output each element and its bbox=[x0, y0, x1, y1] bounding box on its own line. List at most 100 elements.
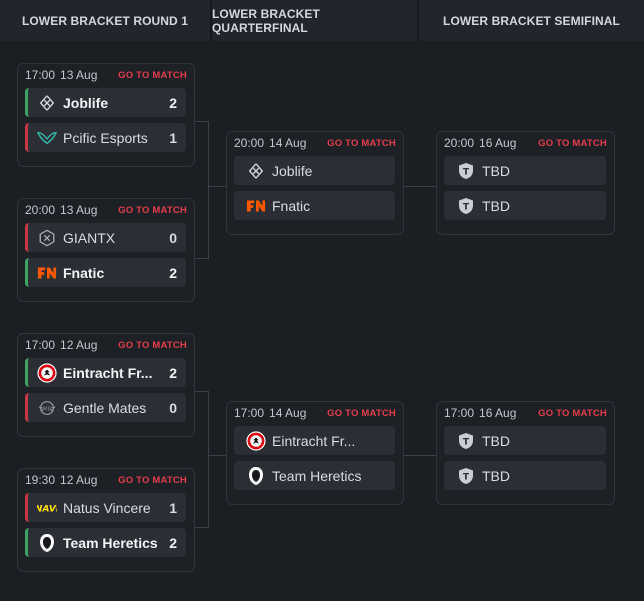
pacific-esports-icon bbox=[37, 128, 57, 148]
bracket-connector bbox=[208, 186, 226, 187]
svg-text:T: T bbox=[463, 472, 470, 482]
bracket-connector bbox=[404, 455, 436, 456]
team-row[interactable]: Eintracht Fr... bbox=[234, 426, 395, 455]
svg-text:T: T bbox=[463, 167, 470, 177]
team-row[interactable]: T TBD bbox=[444, 426, 606, 455]
team-score: 0 bbox=[169, 399, 177, 416]
giantx-icon bbox=[37, 228, 57, 248]
bracket-connector bbox=[194, 121, 209, 259]
svg-text:T: T bbox=[463, 202, 470, 212]
team-name: Eintracht Fr... bbox=[272, 432, 356, 449]
team-name: Team Heretics bbox=[272, 467, 362, 484]
team-score: 1 bbox=[169, 499, 177, 516]
team-score: 2 bbox=[169, 364, 177, 381]
match-time: 17:00 bbox=[25, 68, 56, 82]
team-row[interactable]: T TBD bbox=[444, 191, 606, 220]
team-row[interactable]: GIANTX 0 bbox=[25, 223, 186, 252]
match-header: 17:00 16 Aug GO TO MATCH bbox=[444, 406, 607, 420]
match-time: 17:00 bbox=[444, 406, 475, 420]
tbd-shield-icon: T bbox=[456, 466, 476, 486]
match-date: 16 Aug bbox=[479, 406, 517, 420]
column-header-label: LOWER BRACKET ROUND 1 bbox=[21, 13, 189, 28]
match-date: 16 Aug bbox=[479, 136, 517, 150]
team-score: 2 bbox=[169, 264, 177, 281]
bracket-connector bbox=[404, 186, 436, 187]
tbd-shield-icon: T bbox=[456, 196, 476, 216]
joblife-icon bbox=[246, 161, 266, 181]
go-to-match-link[interactable]: GO TO MATCH bbox=[327, 137, 396, 149]
match-header: 17:00 14 Aug GO TO MATCH bbox=[234, 406, 396, 420]
team-name: Joblife bbox=[63, 94, 109, 111]
team-name: Joblife bbox=[272, 162, 313, 179]
match-date: 14 Aug bbox=[269, 406, 307, 420]
go-to-match-link[interactable]: GO TO MATCH bbox=[538, 407, 607, 419]
team-score: 0 bbox=[169, 229, 177, 246]
team-score: 1 bbox=[169, 129, 177, 146]
column-header-semifinal: LOWER BRACKET SEMIFINAL bbox=[419, 0, 644, 41]
match-header: 20:00 16 Aug GO TO MATCH bbox=[444, 136, 607, 150]
match-time: 19:30 bbox=[25, 473, 56, 487]
team-row[interactable]: Joblife bbox=[234, 156, 395, 185]
gentle-mates-icon: M8 bbox=[37, 398, 57, 418]
team-row[interactable]: NAVI Natus Vincere 1 bbox=[25, 493, 186, 522]
go-to-match-link[interactable]: GO TO MATCH bbox=[327, 407, 396, 419]
column-header-quarterfinal: LOWER BRACKET QUARTERFINAL bbox=[212, 0, 417, 41]
team-row[interactable]: Eintracht Fr... 2 bbox=[25, 358, 186, 387]
go-to-match-link[interactable]: GO TO MATCH bbox=[118, 339, 187, 351]
column-divider bbox=[417, 0, 419, 41]
go-to-match-link[interactable]: GO TO MATCH bbox=[118, 204, 187, 216]
go-to-match-link[interactable]: GO TO MATCH bbox=[118, 69, 187, 81]
svg-text:M8: M8 bbox=[43, 406, 52, 412]
match-date: 13 Aug bbox=[60, 68, 98, 82]
match-date: 14 Aug bbox=[269, 136, 307, 150]
team-name: Eintracht Fr... bbox=[63, 364, 153, 381]
column-header-round-1: LOWER BRACKET ROUND 1 bbox=[0, 0, 210, 41]
heretics-icon bbox=[37, 533, 57, 553]
bracket-connector bbox=[208, 455, 226, 456]
team-name: GIANTX bbox=[63, 229, 116, 246]
go-to-match-link[interactable]: GO TO MATCH bbox=[118, 474, 187, 486]
eintracht-icon bbox=[37, 362, 57, 383]
tbd-shield-icon: T bbox=[456, 161, 476, 181]
team-name: TBD bbox=[482, 432, 510, 449]
eintracht-icon bbox=[246, 430, 266, 451]
team-name: Gentle Mates bbox=[63, 399, 147, 416]
bracket-connector bbox=[194, 391, 209, 528]
match-time: 17:00 bbox=[25, 338, 56, 352]
team-row[interactable]: Team Heretics 2 bbox=[25, 528, 186, 557]
match-card: 19:30 12 Aug GO TO MATCH NAVI Natus Vincere 1… bbox=[17, 468, 195, 572]
match-date: 12 Aug bbox=[60, 473, 98, 487]
match-date: 13 Aug bbox=[60, 203, 98, 217]
match-header: 19:30 12 Aug GO TO MATCH bbox=[25, 473, 187, 487]
team-row[interactable]: M8 Gentle Mates 0 bbox=[25, 393, 186, 422]
go-to-match-link[interactable]: GO TO MATCH bbox=[538, 137, 607, 149]
match-time: 20:00 bbox=[234, 136, 265, 150]
team-score: 2 bbox=[169, 534, 177, 551]
column-divider bbox=[210, 0, 212, 41]
svg-text:T: T bbox=[463, 437, 470, 447]
team-name: Pcific Esports bbox=[63, 129, 148, 146]
team-name: TBD bbox=[482, 197, 510, 214]
heretics-icon bbox=[246, 466, 266, 486]
team-row[interactable]: Fnatic bbox=[234, 191, 395, 220]
match-time: 20:00 bbox=[444, 136, 475, 150]
team-name: Team Heretics bbox=[63, 534, 158, 551]
team-row[interactable]: Pcific Esports 1 bbox=[25, 123, 186, 152]
team-row[interactable]: Team Heretics bbox=[234, 461, 395, 490]
match-time: 17:00 bbox=[234, 406, 265, 420]
navi-icon: NAVI bbox=[37, 498, 57, 518]
fnatic-icon bbox=[246, 196, 266, 216]
column-header-label: LOWER BRACKET SEMIFINAL bbox=[443, 13, 620, 28]
team-name: Natus Vincere bbox=[63, 499, 151, 516]
